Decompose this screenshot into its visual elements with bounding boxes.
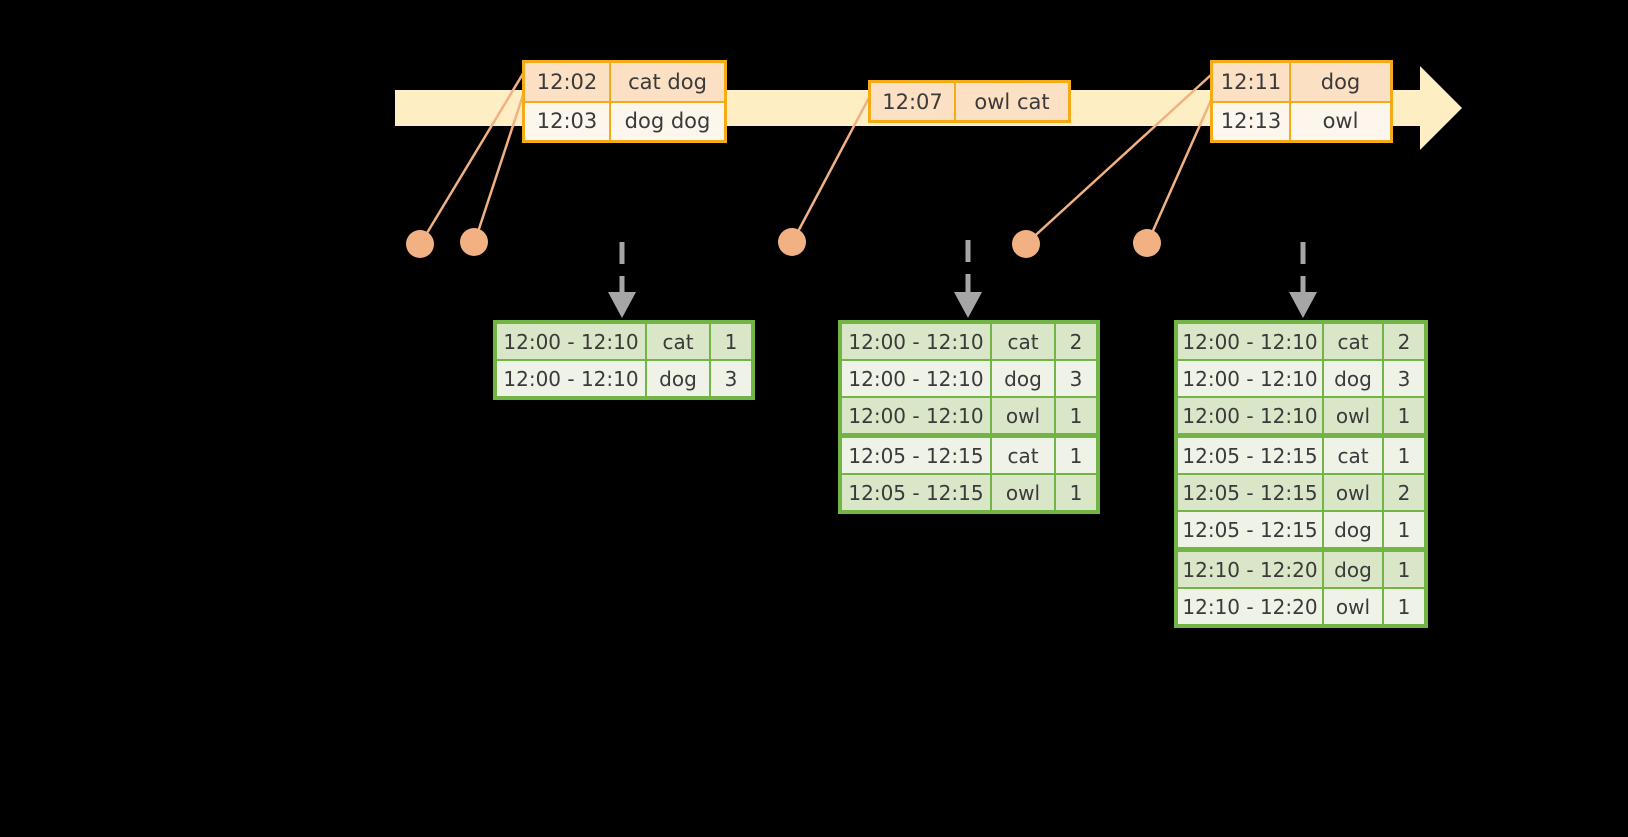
cell-count: 3 — [1056, 361, 1096, 396]
cell-count: 1 — [1056, 475, 1096, 510]
trigger-dots — [406, 228, 1161, 258]
event-payload: cat dog — [611, 63, 724, 101]
cell-count: 1 — [1056, 438, 1096, 473]
event-time: 12:07 — [871, 83, 956, 120]
cell-key: dog — [1324, 552, 1382, 587]
trigger-dot-2 — [460, 228, 488, 256]
connector-5 — [1146, 97, 1214, 243]
cell-key: owl — [992, 398, 1054, 433]
cell-key: cat — [647, 324, 709, 359]
event-payload: dog — [1291, 63, 1390, 101]
event-time: 12:11 — [1213, 63, 1291, 101]
cell-key: dog — [647, 361, 709, 396]
timeline-event-row[interactable]: 12:13 owl — [1213, 100, 1390, 140]
cell-window: 12:00 - 12:10 — [1178, 398, 1322, 433]
cell-window: 12:00 - 12:10 — [497, 361, 645, 396]
cell-count: 1 — [1384, 552, 1424, 587]
cell-window: 12:00 - 12:10 — [842, 361, 990, 396]
cell-key: cat — [992, 324, 1054, 359]
timeline-event-row[interactable]: 12:11 dog — [1213, 63, 1390, 101]
cell-window: 12:05 - 12:15 — [1178, 438, 1322, 473]
dashed-arrow-head-3 — [1289, 292, 1317, 318]
event-payload: dog dog — [611, 102, 724, 140]
timeline-event-box-3[interactable]: 12:11 dog 12:13 owl — [1210, 60, 1393, 143]
cell-key: cat — [992, 438, 1054, 473]
cell-count: 2 — [1384, 324, 1424, 359]
event-time: 12:03 — [525, 102, 611, 140]
cell-count: 1 — [1384, 589, 1424, 624]
cell-window: 12:00 - 12:10 — [1178, 361, 1322, 396]
cell-window: 12:00 - 12:10 — [1178, 324, 1322, 359]
timeline-event-box-2[interactable]: 12:07 owl cat — [868, 80, 1071, 123]
cell-key: dog — [1324, 512, 1382, 547]
cell-count: 1 — [711, 324, 751, 359]
dashed-arrows — [608, 240, 1317, 318]
cell-window: 12:10 - 12:20 — [1178, 589, 1322, 624]
cell-count: 2 — [1384, 475, 1424, 510]
cell-window: 12:05 - 12:15 — [1178, 512, 1322, 547]
cell-key: owl — [1324, 589, 1382, 624]
cell-count: 1 — [1056, 398, 1096, 433]
cell-count: 2 — [1056, 324, 1096, 359]
dashed-arrow-head-2 — [954, 292, 982, 318]
event-payload: owl cat — [956, 83, 1068, 120]
connector-1 — [419, 71, 526, 244]
cell-window: 12:05 - 12:15 — [1178, 475, 1322, 510]
timeline-event-row[interactable]: 12:02 cat dog — [525, 63, 724, 101]
connector-3 — [791, 91, 874, 242]
cell-window: 12:00 - 12:10 — [842, 398, 990, 433]
cell-key: dog — [992, 361, 1054, 396]
cell-count: 1 — [1384, 398, 1424, 433]
cell-window: 12:05 - 12:15 — [842, 475, 990, 510]
cell-key: owl — [992, 475, 1054, 510]
cell-key: cat — [1324, 324, 1382, 359]
cell-window: 12:00 - 12:10 — [497, 324, 645, 359]
cell-key: dog — [1324, 361, 1382, 396]
cell-count: 1 — [1384, 438, 1424, 473]
cell-count: 1 — [1384, 512, 1424, 547]
cell-window: 12:05 - 12:15 — [842, 438, 990, 473]
trigger-dot-4 — [1012, 230, 1040, 258]
cell-count: 3 — [1384, 361, 1424, 396]
trigger-dot-1 — [406, 230, 434, 258]
event-time: 12:02 — [525, 63, 611, 101]
cell-key: owl — [1324, 398, 1382, 433]
event-payload: owl — [1291, 102, 1390, 140]
timeline-event-box-1[interactable]: 12:02 cat dog 12:03 dog dog — [522, 60, 727, 143]
dashed-arrow-head-1 — [608, 292, 636, 318]
event-time: 12:13 — [1213, 102, 1291, 140]
trigger-dot-3 — [778, 228, 806, 256]
cell-key: cat — [1324, 438, 1382, 473]
cell-window: 12:00 - 12:10 — [842, 324, 990, 359]
timeline-event-row[interactable]: 12:07 owl cat — [871, 83, 1068, 120]
connector-2 — [473, 79, 530, 242]
timeline-event-row[interactable]: 12:03 dog dog — [525, 100, 724, 140]
cell-count: 3 — [711, 361, 751, 396]
cell-window: 12:10 - 12:20 — [1178, 552, 1322, 587]
cell-key: owl — [1324, 475, 1382, 510]
trigger-dot-5 — [1133, 229, 1161, 257]
